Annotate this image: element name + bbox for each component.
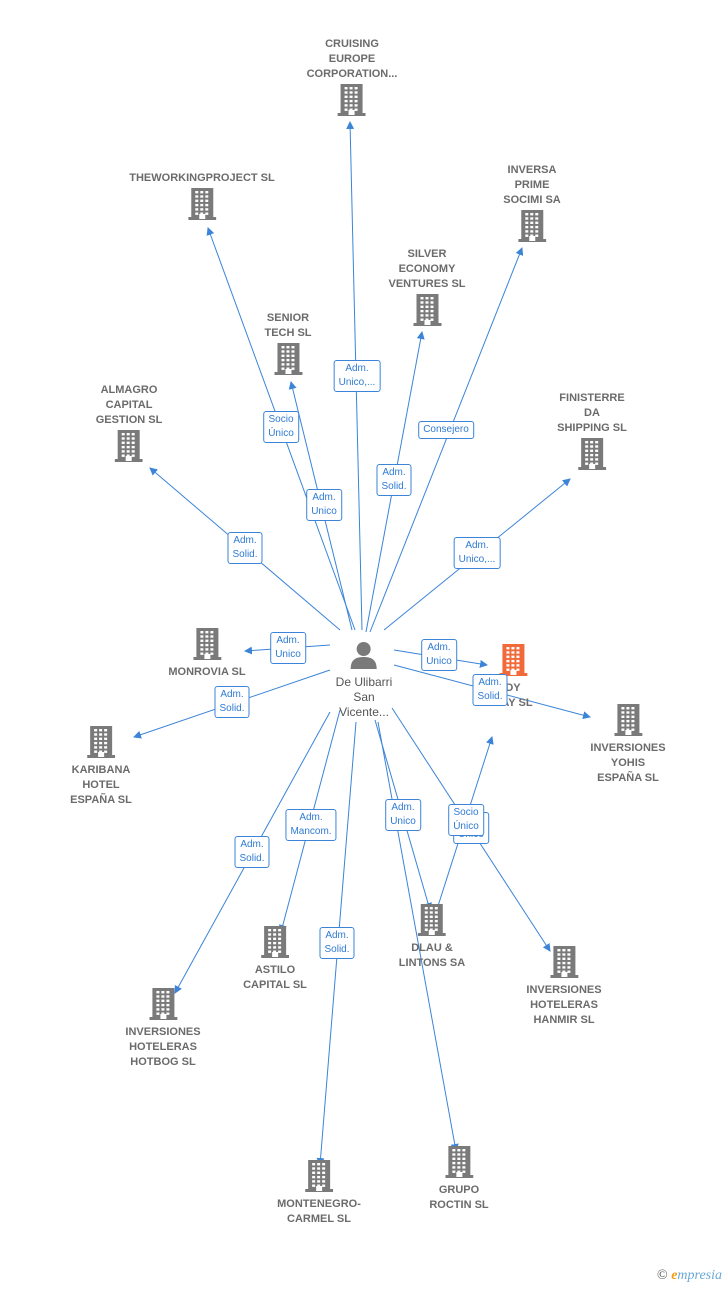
company-node-inversa[interactable]: INVERSA PRIME SOCIMI SA bbox=[503, 163, 561, 247]
role-badge-ready[interactable]: Adm. Unico bbox=[421, 639, 457, 671]
brand-initial: e bbox=[671, 1268, 678, 1283]
company-node-finisterre[interactable]: FINISTERRE DA SHIPPING SL bbox=[557, 391, 627, 475]
copyright-symbol: © bbox=[657, 1268, 668, 1283]
building-icon bbox=[70, 724, 132, 763]
company-label: INVERSIONES HOTELERAS HANMIR SL bbox=[526, 984, 602, 1026]
company-label: INVERSA PRIME SOCIMI SA bbox=[503, 164, 561, 206]
building-icon bbox=[129, 186, 274, 225]
company-label: MONTENEGRO- CARMEL SL bbox=[277, 1198, 361, 1225]
company-node-almagro[interactable]: ALMAGRO CAPITAL GESTION SL bbox=[95, 383, 163, 467]
company-label: GRUPO ROCTIN SL bbox=[429, 1184, 489, 1211]
building-icon bbox=[399, 902, 465, 941]
company-label: ASTILO CAPITAL SL bbox=[243, 964, 307, 991]
building-icon bbox=[264, 341, 311, 380]
building-icon bbox=[125, 986, 200, 1025]
company-label: ALMAGRO CAPITAL GESTION SL bbox=[95, 384, 163, 426]
role-badge-cruising[interactable]: Adm. Unico,... bbox=[333, 360, 381, 392]
role-badge-almagro[interactable]: Adm. Solid. bbox=[227, 532, 263, 564]
company-label: CRUISING EUROPE CORPORATION... bbox=[306, 38, 398, 80]
company-node-hotbog[interactable]: INVERSIONES HOTELERAS HOTBOG SL bbox=[125, 986, 201, 1070]
company-node-monrovia[interactable]: MONROVIA SL bbox=[168, 626, 246, 680]
person-node[interactable]: De Ulibarri San Vicente... bbox=[335, 640, 393, 720]
company-label: DLAU & LINTONS SA bbox=[398, 942, 466, 969]
company-label: MONROVIA SL bbox=[168, 666, 246, 678]
building-icon bbox=[503, 208, 560, 247]
company-node-montenegro[interactable]: MONTENEGRO- CARMEL SL bbox=[277, 1158, 361, 1227]
company-label: INVERSIONES YOHIS ESPAÑA SL bbox=[590, 742, 666, 784]
company-label: FINISTERRE DA SHIPPING SL bbox=[557, 392, 627, 434]
company-node-senior[interactable]: SENIOR TECH SL bbox=[264, 311, 312, 380]
building-icon bbox=[429, 1144, 488, 1183]
building-icon bbox=[96, 428, 163, 467]
company-label: KARIBANA HOTEL ESPAÑA SL bbox=[70, 764, 132, 806]
person-label: De Ulibarri San Vicente... bbox=[335, 675, 393, 719]
building-icon bbox=[590, 702, 665, 741]
building-icon bbox=[388, 292, 465, 331]
role-badge-yohis[interactable]: Adm. Solid. bbox=[472, 674, 508, 706]
company-node-theworking[interactable]: THEWORKINGPROJECT SL bbox=[129, 171, 275, 225]
role-badge-karibana[interactable]: Adm. Solid. bbox=[214, 686, 250, 718]
role-badge-inversa[interactable]: Consejero bbox=[418, 421, 474, 439]
company-node-roctin[interactable]: GRUPO ROCTIN SL bbox=[429, 1144, 489, 1213]
role-badge-dlau[interactable]: Socio Único bbox=[448, 804, 484, 836]
company-node-astilo[interactable]: ASTILO CAPITAL SL bbox=[243, 924, 307, 993]
company-node-dlau[interactable]: DLAU & LINTONS SA bbox=[399, 902, 465, 971]
building-icon bbox=[526, 944, 601, 983]
building-icon bbox=[493, 642, 532, 681]
role-badge-monrovia[interactable]: Adm. Unico bbox=[270, 632, 306, 664]
building-icon bbox=[168, 626, 245, 665]
role-badge-hotbog[interactable]: Adm. Solid. bbox=[234, 836, 270, 868]
edge-inversa bbox=[369, 247, 524, 633]
company-label: THEWORKINGPROJECT SL bbox=[129, 172, 275, 184]
role-badge-finisterre[interactable]: Adm. Unico,... bbox=[453, 537, 501, 569]
role-badge-senior2[interactable]: Adm. Unico bbox=[306, 489, 342, 521]
building-icon bbox=[243, 924, 307, 963]
company-node-yohis[interactable]: INVERSIONES YOHIS ESPAÑA SL bbox=[590, 702, 666, 786]
brand-name: mpresia bbox=[677, 1268, 722, 1283]
person-icon bbox=[351, 642, 377, 669]
building-icon bbox=[557, 436, 627, 475]
brand-logo: © empresia bbox=[657, 1268, 722, 1284]
company-node-hanmir[interactable]: INVERSIONES HOTELERAS HANMIR SL bbox=[526, 944, 602, 1028]
building-icon bbox=[277, 1158, 361, 1197]
company-label: INVERSIONES HOTELERAS HOTBOG SL bbox=[125, 1026, 201, 1068]
role-badge-senior[interactable]: Socio Único bbox=[263, 411, 299, 443]
company-label: SILVER ECONOMY VENTURES SL bbox=[388, 248, 466, 290]
company-node-cruising[interactable]: CRUISING EUROPE CORPORATION... bbox=[306, 37, 398, 121]
company-node-karibana[interactable]: KARIBANA HOTEL ESPAÑA SL bbox=[70, 724, 132, 808]
role-badge-astilo[interactable]: Adm. Mancom. bbox=[285, 809, 337, 841]
role-badge-montenegro[interactable]: Adm. Solid. bbox=[319, 927, 355, 959]
edge-roctin bbox=[377, 721, 459, 1152]
role-badge-roctin[interactable]: Adm. Unico bbox=[385, 799, 421, 831]
building-icon bbox=[307, 82, 398, 121]
company-node-silver[interactable]: SILVER ECONOMY VENTURES SL bbox=[388, 247, 466, 331]
company-label: SENIOR TECH SL bbox=[264, 312, 312, 339]
role-badge-silver[interactable]: Adm. Solid. bbox=[376, 464, 412, 496]
